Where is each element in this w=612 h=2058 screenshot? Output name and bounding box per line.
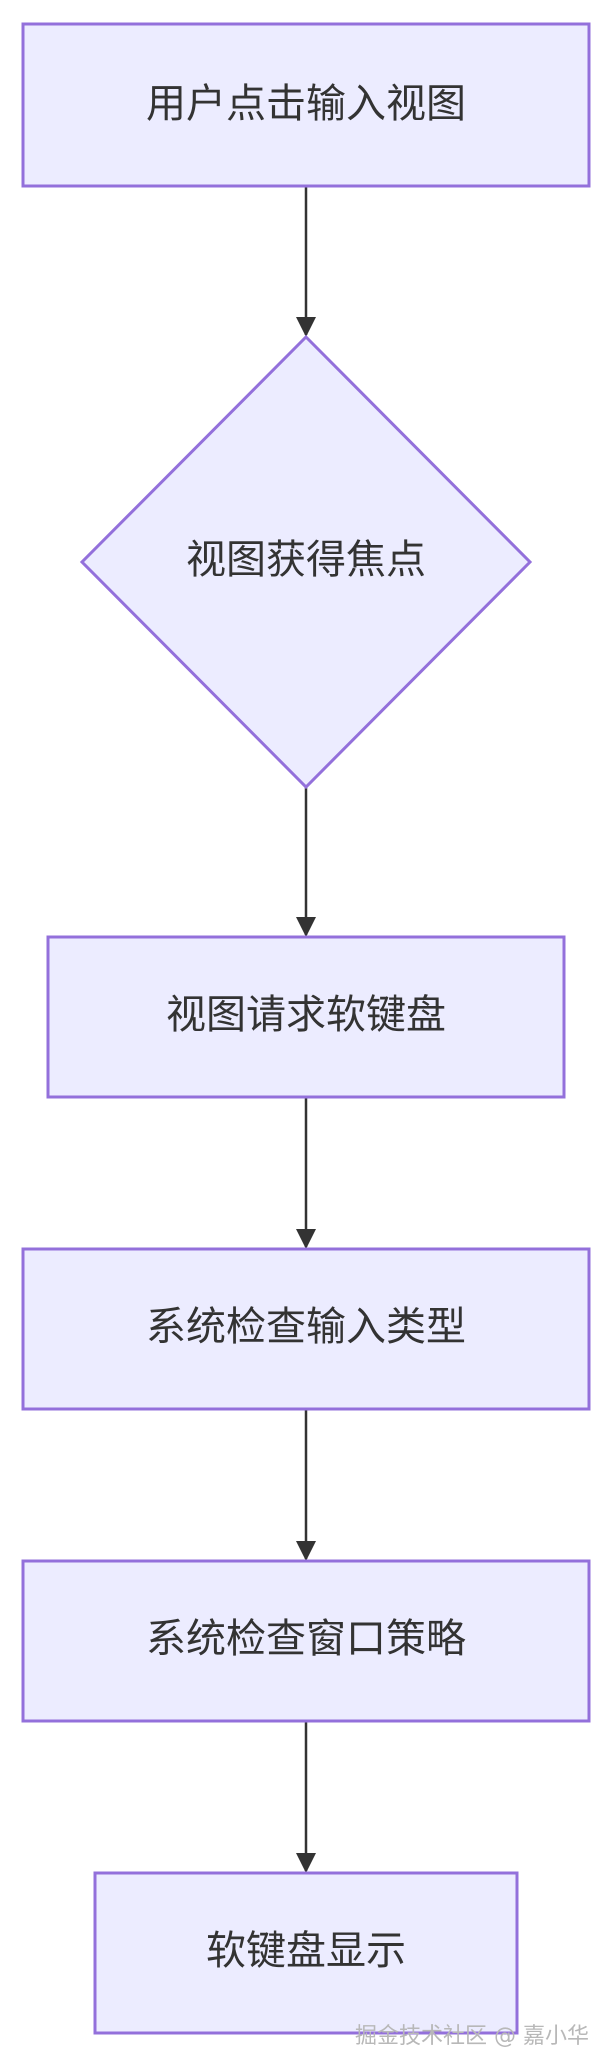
- node-label: 视图获得焦点: [186, 537, 426, 583]
- node-label: 系统检查窗口策略: [146, 1616, 466, 1662]
- process-node-check-window-policy: [21, 1559, 591, 1723]
- node-label: 系统检查输入类型: [146, 1304, 466, 1350]
- node-label: 视图请求软键盘: [166, 992, 446, 1038]
- node-label: 软键盘显示: [206, 1928, 406, 1974]
- watermark-text: 掘金技术社区 @ 嘉小华: [355, 2024, 589, 2049]
- process-node-request-keyboard: [46, 935, 566, 1099]
- process-node-user-click: [21, 22, 591, 188]
- process-node-keyboard-shown: [93, 1871, 519, 2035]
- node-label: 用户点击输入视图: [146, 81, 466, 127]
- decision-node-view-focus: [79, 334, 533, 790]
- process-node-check-input-type: [21, 1247, 591, 1411]
